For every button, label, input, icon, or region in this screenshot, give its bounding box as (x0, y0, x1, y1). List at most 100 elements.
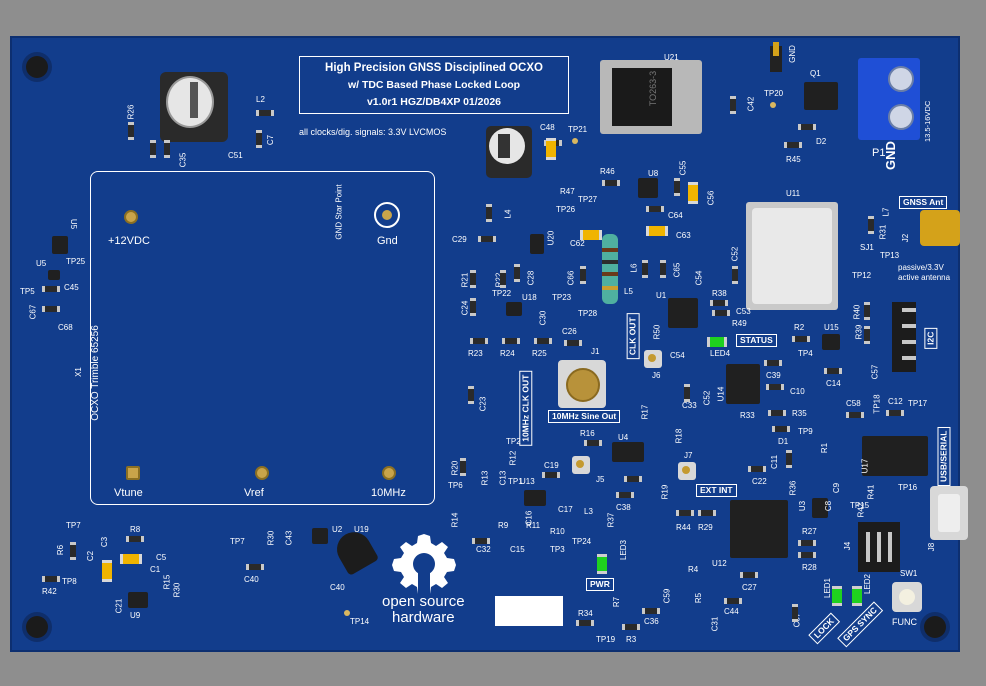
ind-l6 (642, 260, 648, 278)
res-r44 (676, 510, 694, 516)
ref-c10: C10 (790, 387, 805, 396)
i2c-header-j3[interactable] (892, 302, 916, 372)
cap-c39 (732, 266, 738, 284)
ref-c26: C26 (562, 327, 577, 336)
clk-10mhz-label: 10MHz CLK OUT (519, 370, 532, 446)
cap-c50 (246, 564, 264, 570)
ref-r2: R2 (794, 323, 805, 332)
ref-r34: R3 (626, 635, 637, 644)
ref-c24: C24 (460, 300, 470, 316)
ref-r13: R13 (480, 470, 490, 486)
ref-c22: C22 (752, 477, 767, 486)
ref-r6: R30 (172, 582, 182, 598)
ref-tp17: TP17 (908, 399, 928, 408)
ref-r31: R31 (878, 224, 888, 240)
res-r26 (128, 122, 134, 140)
gnss-module-u11 (746, 202, 838, 310)
ref-c33: C31 (710, 616, 720, 632)
gnss-sma-connector[interactable] (920, 210, 960, 246)
mounting-hole-bottom-left (26, 616, 48, 638)
ref-u4: U4 (618, 433, 629, 442)
ref-r26: R26 (126, 104, 136, 120)
cap-c14 (824, 368, 842, 374)
res-r19 (624, 476, 642, 482)
gnss-note-1: passive/3.3V (898, 263, 944, 272)
oshw-logo-line-1: open source (382, 593, 465, 610)
diode-d1 (772, 426, 790, 432)
ref-tp25: TP25 (66, 257, 86, 266)
ref-tp6: TP7 (66, 521, 81, 530)
cap-c11 (786, 450, 792, 468)
ref-r15: R42 (42, 587, 57, 596)
ref-r8: R15 (162, 574, 172, 590)
ic-u2 (312, 528, 328, 544)
res-r27 (798, 540, 816, 546)
cap-c62 (674, 178, 680, 196)
cap-c52 (764, 360, 782, 366)
testpoint-tp14 (344, 610, 350, 616)
ic-u15 (822, 334, 840, 350)
ref-r19: R19 (660, 484, 670, 500)
cap-c28 (514, 264, 520, 282)
ref-l5: L5 (624, 287, 633, 296)
ocxo-vtune-label: Vtune (114, 487, 143, 499)
clk-10mhz-connector-j5[interactable] (572, 456, 590, 474)
ref-c52: C39 (766, 371, 781, 380)
ref-sj1: SJ1 (860, 243, 874, 252)
ref-r42: R42 (856, 502, 866, 518)
gnss-note-2: active antenna (898, 273, 951, 282)
ref-tp9: TP9 (798, 427, 813, 436)
ref-c58: C58 (846, 399, 861, 408)
ref-u5: U5 (36, 259, 47, 268)
cap-c8-body (120, 554, 142, 564)
res-r38 (710, 300, 728, 306)
icsp-header-j4[interactable] (858, 522, 900, 572)
ref-c64: C62 (570, 239, 585, 248)
ref-r29: R29 (698, 523, 713, 532)
ref-c57: C57 (870, 364, 880, 380)
mcu-u12 (730, 500, 788, 558)
ref-c1: C32 (476, 545, 491, 554)
ref-tp16: TP16 (898, 483, 918, 492)
diode-d2 (798, 124, 816, 130)
ref-c40: C44 (724, 607, 739, 616)
usb-connector-j8[interactable] (930, 486, 968, 540)
gnd-jumper-top[interactable] (770, 42, 782, 72)
ocxo-vref-label: Vref (244, 487, 264, 499)
ref-c59: C36 (644, 617, 659, 626)
ref-l7: L7 (881, 207, 891, 217)
cap-c40 (724, 598, 742, 604)
func-button-sw1[interactable] (892, 582, 922, 612)
ref-u17: U17 (860, 458, 870, 474)
ext-int-connector-j7[interactable] (678, 462, 696, 480)
ref-u11: U11 (786, 189, 801, 198)
ref-r35: R35 (792, 409, 807, 418)
title-line-3: v1.0r1 HGZ/DB4XP 01/2026 (366, 96, 502, 108)
mounting-hole-top-left (26, 56, 48, 78)
cap-c42 (730, 96, 736, 114)
sine-out-connector-j1[interactable] (558, 360, 606, 408)
transistor-q1 (804, 82, 838, 110)
led-gps-sync (852, 586, 862, 606)
ic-u20 (530, 234, 544, 254)
ic-u8 (638, 178, 658, 198)
res-r29 (698, 510, 716, 516)
ref-c32: C40 (330, 583, 345, 592)
ref-u6: U5 (69, 218, 79, 230)
ref-r4: R4 (688, 565, 699, 574)
label-area (495, 596, 563, 626)
clk-out-ref: J6 (652, 371, 661, 380)
ocxo-pad-vref (255, 466, 269, 480)
cap-c24 (470, 298, 476, 316)
ocxo-pad-10mhz (382, 466, 396, 480)
cap-c55 (712, 310, 730, 316)
cap-c29 (478, 236, 496, 242)
power-terminal-p1[interactable] (858, 58, 920, 140)
ref-u14: U14 (716, 386, 726, 402)
ref-r33: R33 (740, 411, 755, 420)
clk-10mhz-ref: J5 (596, 475, 605, 484)
usb-ref: J8 (927, 542, 937, 552)
clk-out-connector-j6[interactable] (644, 350, 662, 368)
ref-tp15: TP15 (850, 501, 870, 510)
ref-u20: U20 (546, 230, 556, 246)
